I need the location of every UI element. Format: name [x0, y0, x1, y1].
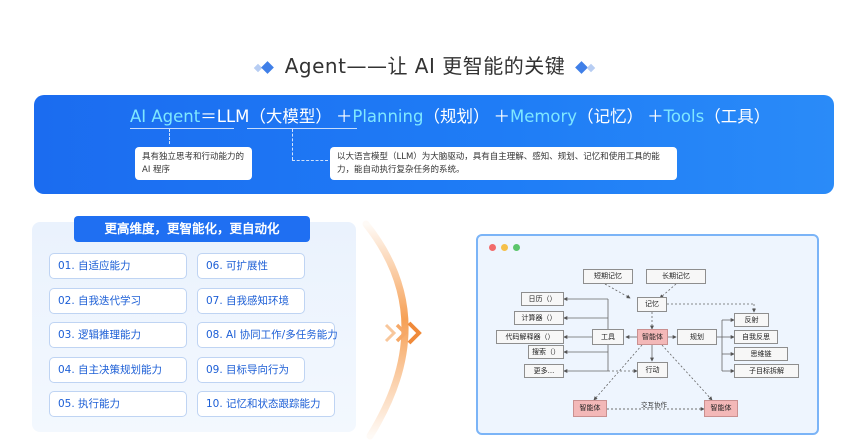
reflection-node: 反射 [734, 313, 769, 327]
capability-item: 09. 目标导向行为 [197, 357, 305, 383]
note-line: 力，能自动执行复杂任务的系统。 [337, 164, 465, 175]
window-close-dot [489, 244, 496, 251]
formula-llm: LLM（大模型） [216, 107, 332, 126]
chain-of-thought-node: 思维链 [734, 347, 788, 361]
capabilities-header: 更高维度，更智能化，更自动化 [74, 216, 310, 242]
diamond-icon [575, 56, 597, 80]
peer-agent-right-node: 智能体 [704, 400, 738, 417]
capability-item: 10. 记忆和状态跟踪能力 [197, 391, 335, 417]
capability-item: 02. 自我迭代学习 [49, 288, 187, 314]
formula-memory-cn: （记忆） [577, 107, 644, 126]
action-node: 行动 [637, 362, 668, 378]
long-term-memory-node: 长期记忆 [646, 269, 706, 284]
agent-node: 智能体 [637, 329, 668, 345]
self-critique-node: 自我反思 [734, 330, 778, 344]
connector-line [292, 160, 328, 161]
llm-underline [247, 128, 357, 129]
short-term-memory-node: 短期记忆 [583, 269, 633, 284]
chevron-right-icon [384, 321, 422, 345]
diamond-icon [253, 56, 275, 80]
subgoal-decomposition-node: 子目标拆解 [734, 364, 799, 378]
formula-planning: Planning [352, 107, 424, 126]
capability-item: 07. 自我感知环境 [197, 288, 305, 314]
formula-tools-cn: （工具） [704, 107, 771, 126]
capability-item: 05. 执行能力 [49, 391, 187, 417]
window-minimize-dot [501, 244, 508, 251]
note-line: 以大语言模型（LLM）为大脑驱动，具有自主理解、感知、规划、记忆和使用工具的能 [337, 152, 660, 162]
llm-definition-note: 以大语言模型（LLM）为大脑驱动，具有自主理解、感知、规划、记忆和使用工具的能 … [330, 147, 677, 180]
tools-node: 工具 [592, 329, 624, 345]
formula-planning-cn: （规划） [423, 107, 490, 126]
capability-item: 04. 自主决策规划能力 [49, 357, 187, 383]
agent-definition-note: 具有独立思考和行动能力的 AI 程序 [135, 147, 252, 180]
page-title: Agent——让 AI 更智能的关键 [0, 50, 850, 80]
collaboration-label: 交互协作 [641, 401, 667, 409]
window-maximize-dot [513, 244, 520, 251]
note-line: 具有独立思考和行动能力的 [142, 152, 245, 162]
connector-line [169, 129, 170, 144]
formula-banner: AI Agent＝LLM（大模型）＋Planning（规划）＋Memory（记忆… [34, 95, 834, 194]
title-text: Agent——让 AI 更智能的关键 [284, 54, 566, 78]
formula-plus: ＋ [647, 107, 664, 126]
planning-node: 规划 [677, 329, 717, 345]
formula-tools: Tools [663, 107, 705, 126]
calculator-tool-node: 计算器（） [514, 311, 564, 325]
calendar-tool-node: 日历（） [521, 292, 564, 306]
capability-item: 03. 逻辑推理能力 [49, 322, 187, 348]
agent-underline [130, 128, 234, 129]
peer-agent-left-node: 智能体 [573, 400, 607, 417]
formula-agent: AI Agent [130, 107, 201, 126]
capability-item: 06. 可扩展性 [197, 253, 305, 279]
formula-equals: ＝ [200, 107, 217, 126]
more-tools-node: 更多... [524, 364, 564, 378]
note-line: AI 程序 [142, 164, 171, 175]
search-tool-node: 搜索（） [528, 345, 564, 359]
formula: AI Agent＝LLM（大模型）＋Planning（规划）＋Memory（记忆… [130, 103, 770, 127]
capability-item: 08. AI 协同工作/多任务能力 [197, 322, 338, 348]
formula-plus: ＋ [335, 107, 353, 126]
memory-node: 记忆 [637, 297, 667, 312]
code-interpreter-tool-node: 代码解释器（） [496, 330, 564, 344]
capability-item: 01. 自适应能力 [49, 253, 187, 279]
formula-plus: ＋ [493, 107, 510, 126]
connector-line [292, 129, 293, 160]
formula-memory: Memory [509, 107, 578, 126]
